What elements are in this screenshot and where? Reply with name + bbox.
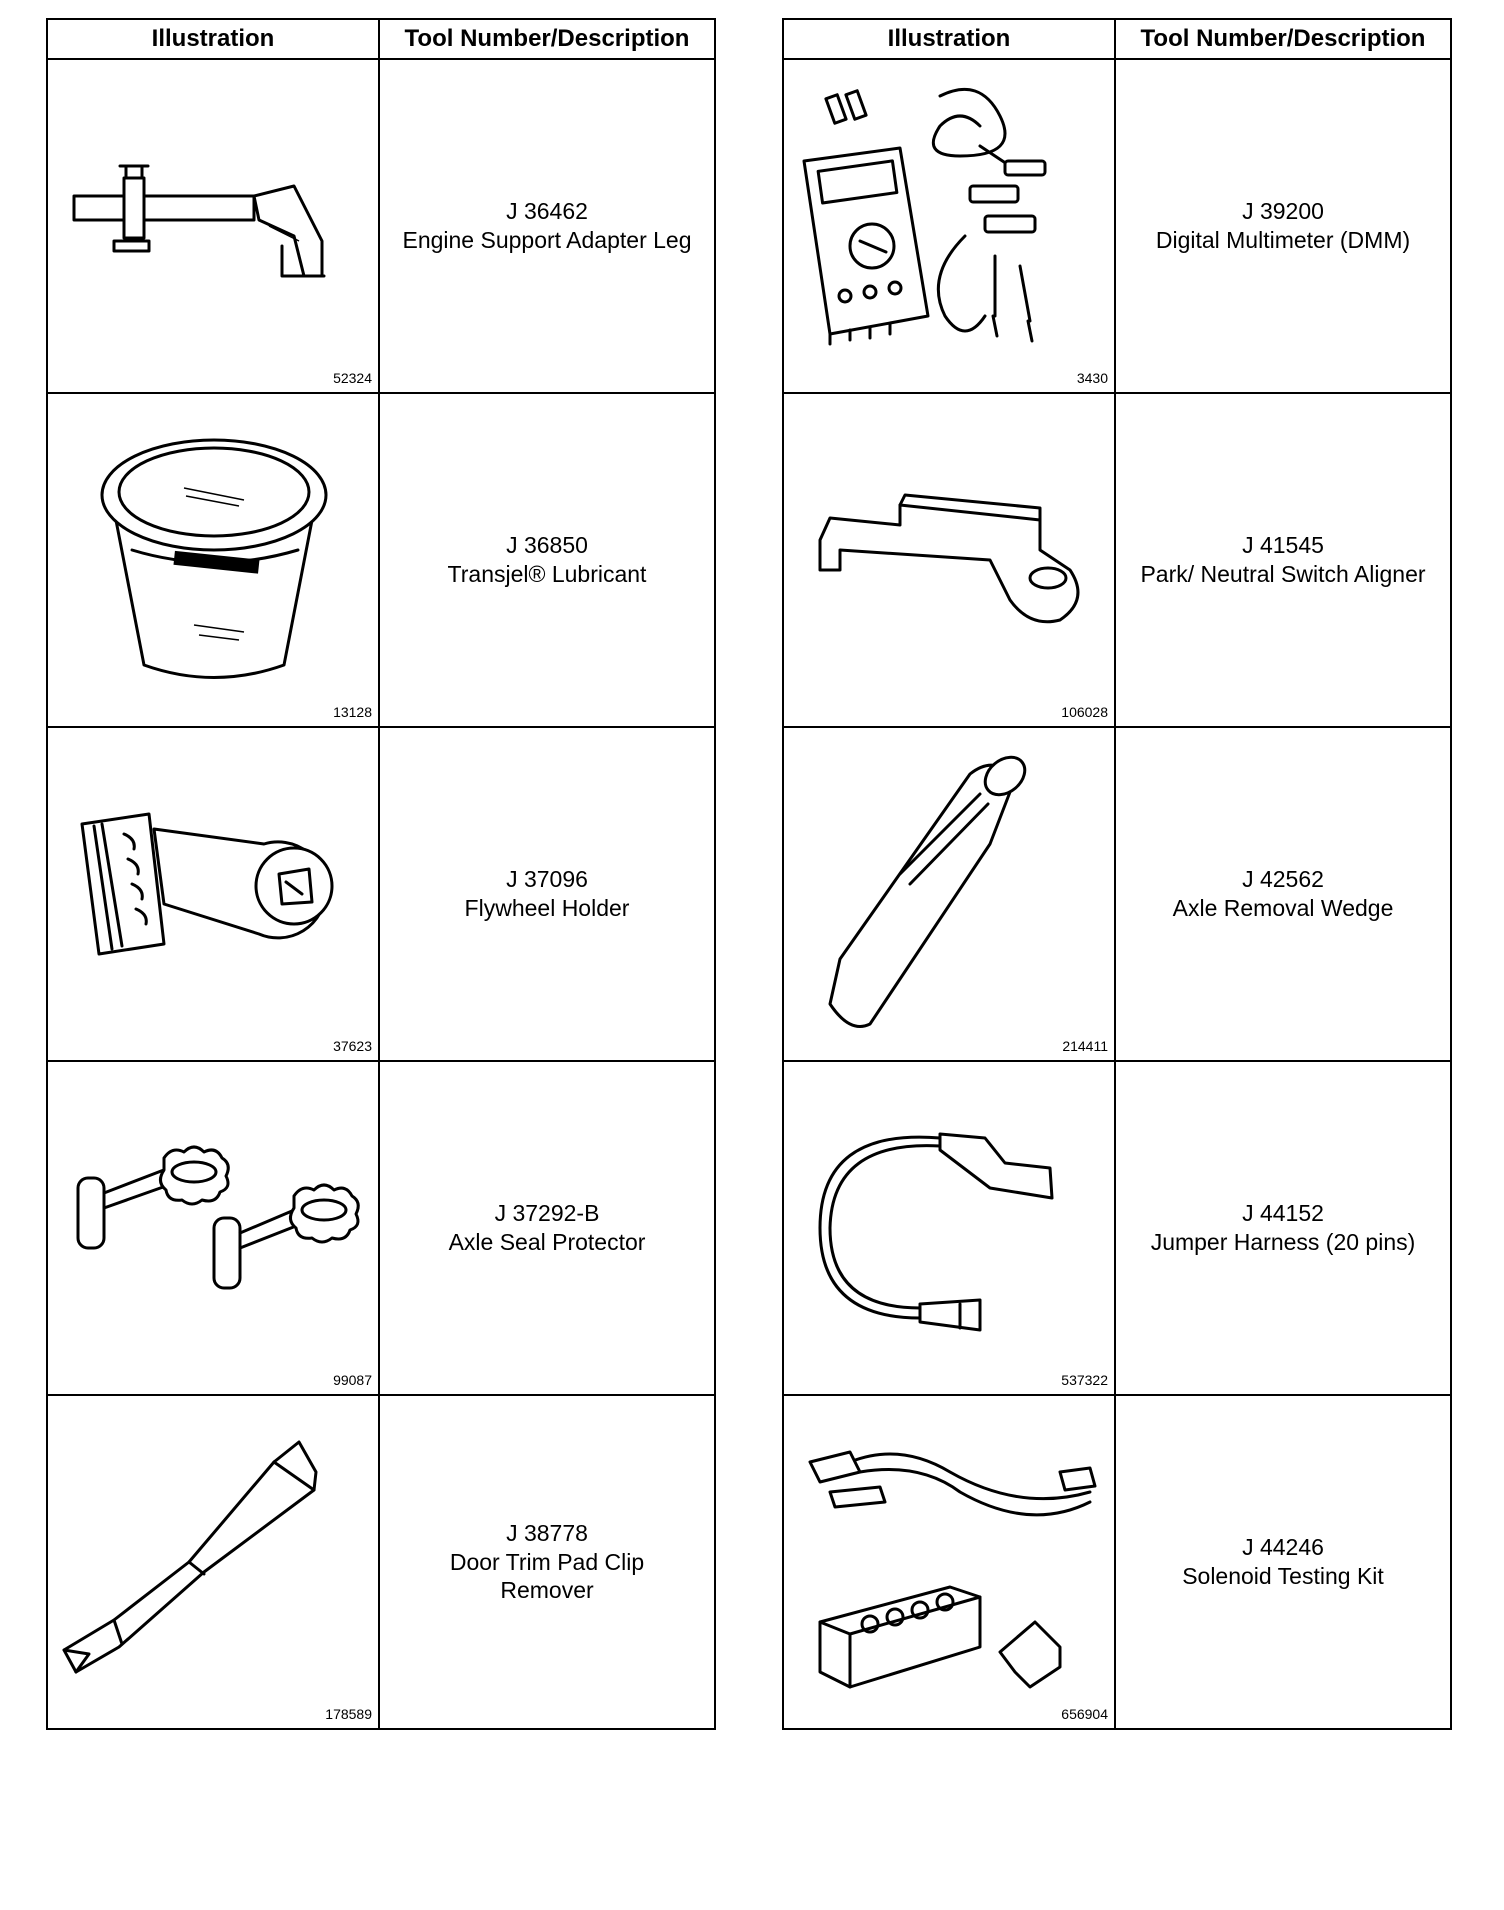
illustration-cell: 106028 (782, 392, 1116, 728)
description-cell: J 38778 Door Trim Pad Clip Remover (378, 1394, 716, 1730)
description-cell: J 37292-B Axle Seal Protector (378, 1060, 716, 1396)
header-description: Tool Number/Description (1114, 18, 1452, 60)
multimeter-icon (802, 87, 1047, 346)
table-row: 3430 J 39200 Digital Multimeter (DMM) (782, 58, 1452, 394)
figure-id: 214411 (1062, 1038, 1108, 1054)
tool-number: J 44152 (1242, 1200, 1324, 1227)
description-cell: J 44152 Jumper Harness (20 pins) (1114, 1060, 1452, 1396)
figure-id: 106028 (1061, 704, 1108, 720)
figure-id: 37623 (333, 1038, 372, 1054)
header-description: Tool Number/Description (378, 18, 716, 60)
table-row: 214411 J 42562 Axle Removal Wedge (782, 726, 1452, 1062)
table-row: 106028 J 41545 Park/ Neutral Switch Alig… (782, 392, 1452, 728)
table-row: 13128 J 36850 Transjel® Lubricant (46, 392, 716, 728)
switch-aligner-icon (818, 493, 1080, 624)
illustration-cell: 99087 (46, 1060, 380, 1396)
illustration-cell: 537322 (782, 1060, 1116, 1396)
tool-name: Axle Removal Wedge (1172, 895, 1394, 921)
tool-number: J 36462 (506, 198, 588, 225)
tool-number: J 38778 (506, 1519, 588, 1546)
description-cell: J 37096 Flywheel Holder (378, 726, 716, 1062)
figure-id: 99087 (333, 1372, 372, 1388)
tool-number: J 39200 (1242, 198, 1324, 225)
axle-seal-protector-icon (76, 1145, 360, 1290)
tool-number: J 41545 (1242, 532, 1324, 559)
illustration-cell: 214411 (782, 726, 1116, 1062)
figure-id: 3430 (1076, 370, 1108, 386)
header-illustration: Illustration (782, 18, 1116, 60)
description-cell: J 36462 Engine Support Adapter Leg (378, 58, 716, 394)
tool-name: Engine Support Adapter Leg (402, 227, 692, 253)
tool-name: Solenoid Testing Kit (1182, 1563, 1384, 1589)
figure-id: 13128 (333, 704, 372, 720)
table-row: 99087 J 37292-B Axle Seal Protector (46, 1060, 716, 1396)
solenoid-kit-icon (808, 1450, 1097, 1689)
illustration-cell: 37623 (46, 726, 380, 1062)
illustration-cell: 178589 (46, 1394, 380, 1730)
jumper-harness-icon (818, 1132, 1054, 1332)
tool-number: J 37292-B (494, 1200, 600, 1227)
tool-number: J 42562 (1242, 866, 1324, 893)
figure-id: 178589 (325, 1706, 372, 1722)
tool-name: Park/ Neutral Switch Aligner (1140, 561, 1426, 587)
figure-id: 537322 (1061, 1372, 1108, 1388)
header-illustration: Illustration (46, 18, 380, 60)
clip-remover-icon (62, 1440, 318, 1674)
tool-name: Transjel® Lubricant (447, 561, 647, 587)
flywheel-holder-icon (80, 812, 334, 956)
illustration-cell: 3430 (782, 58, 1116, 394)
tool-name: Jumper Harness (20 pins) (1150, 1229, 1416, 1255)
tool-table-right: Illustration Tool Number/Description 34 (782, 18, 1452, 1730)
adapter-leg-icon (72, 164, 326, 278)
tool-name: Door Trim Pad Clip Remover (449, 1548, 645, 1604)
table-row: 37623 J 37096 Flywheel Holder (46, 726, 716, 1062)
tool-name: Axle Seal Protector (448, 1229, 646, 1255)
illustration-cell: 656904 (782, 1394, 1116, 1730)
description-cell: J 39200 Digital Multimeter (DMM) (1114, 58, 1452, 394)
tool-number: J 36850 (506, 532, 588, 559)
description-cell: J 42562 Axle Removal Wedge (1114, 726, 1452, 1062)
tool-name: Flywheel Holder (464, 895, 630, 921)
description-cell: J 36850 Transjel® Lubricant (378, 392, 716, 728)
description-cell: J 41545 Park/ Neutral Switch Aligner (1114, 392, 1452, 728)
lubricant-tub-icon (100, 438, 328, 679)
table-row: 178589 J 38778 Door Trim Pad Clip Remove… (46, 1394, 716, 1730)
description-cell: J 44246 Solenoid Testing Kit (1114, 1394, 1452, 1730)
illustration-cell: 13128 (46, 392, 380, 728)
figure-id: 52324 (333, 370, 372, 386)
removal-wedge-icon (828, 755, 1027, 1028)
table-row: 52324 J 36462 Engine Support Adapter Leg (46, 58, 716, 394)
tool-name: Digital Multimeter (DMM) (1155, 227, 1411, 253)
illustration-cell: 52324 (46, 58, 380, 394)
tool-number: J 37096 (506, 866, 588, 893)
tool-table-left: Illustration Tool Number/Description 523… (46, 18, 716, 1730)
figure-id: 656904 (1061, 1706, 1108, 1722)
table-row: 537322 J 44152 Jumper Harness (20 pins) (782, 1060, 1452, 1396)
table-row: 656904 J 44246 Solenoid Testing Kit (782, 1394, 1452, 1730)
tool-number: J 44246 (1242, 1534, 1324, 1561)
